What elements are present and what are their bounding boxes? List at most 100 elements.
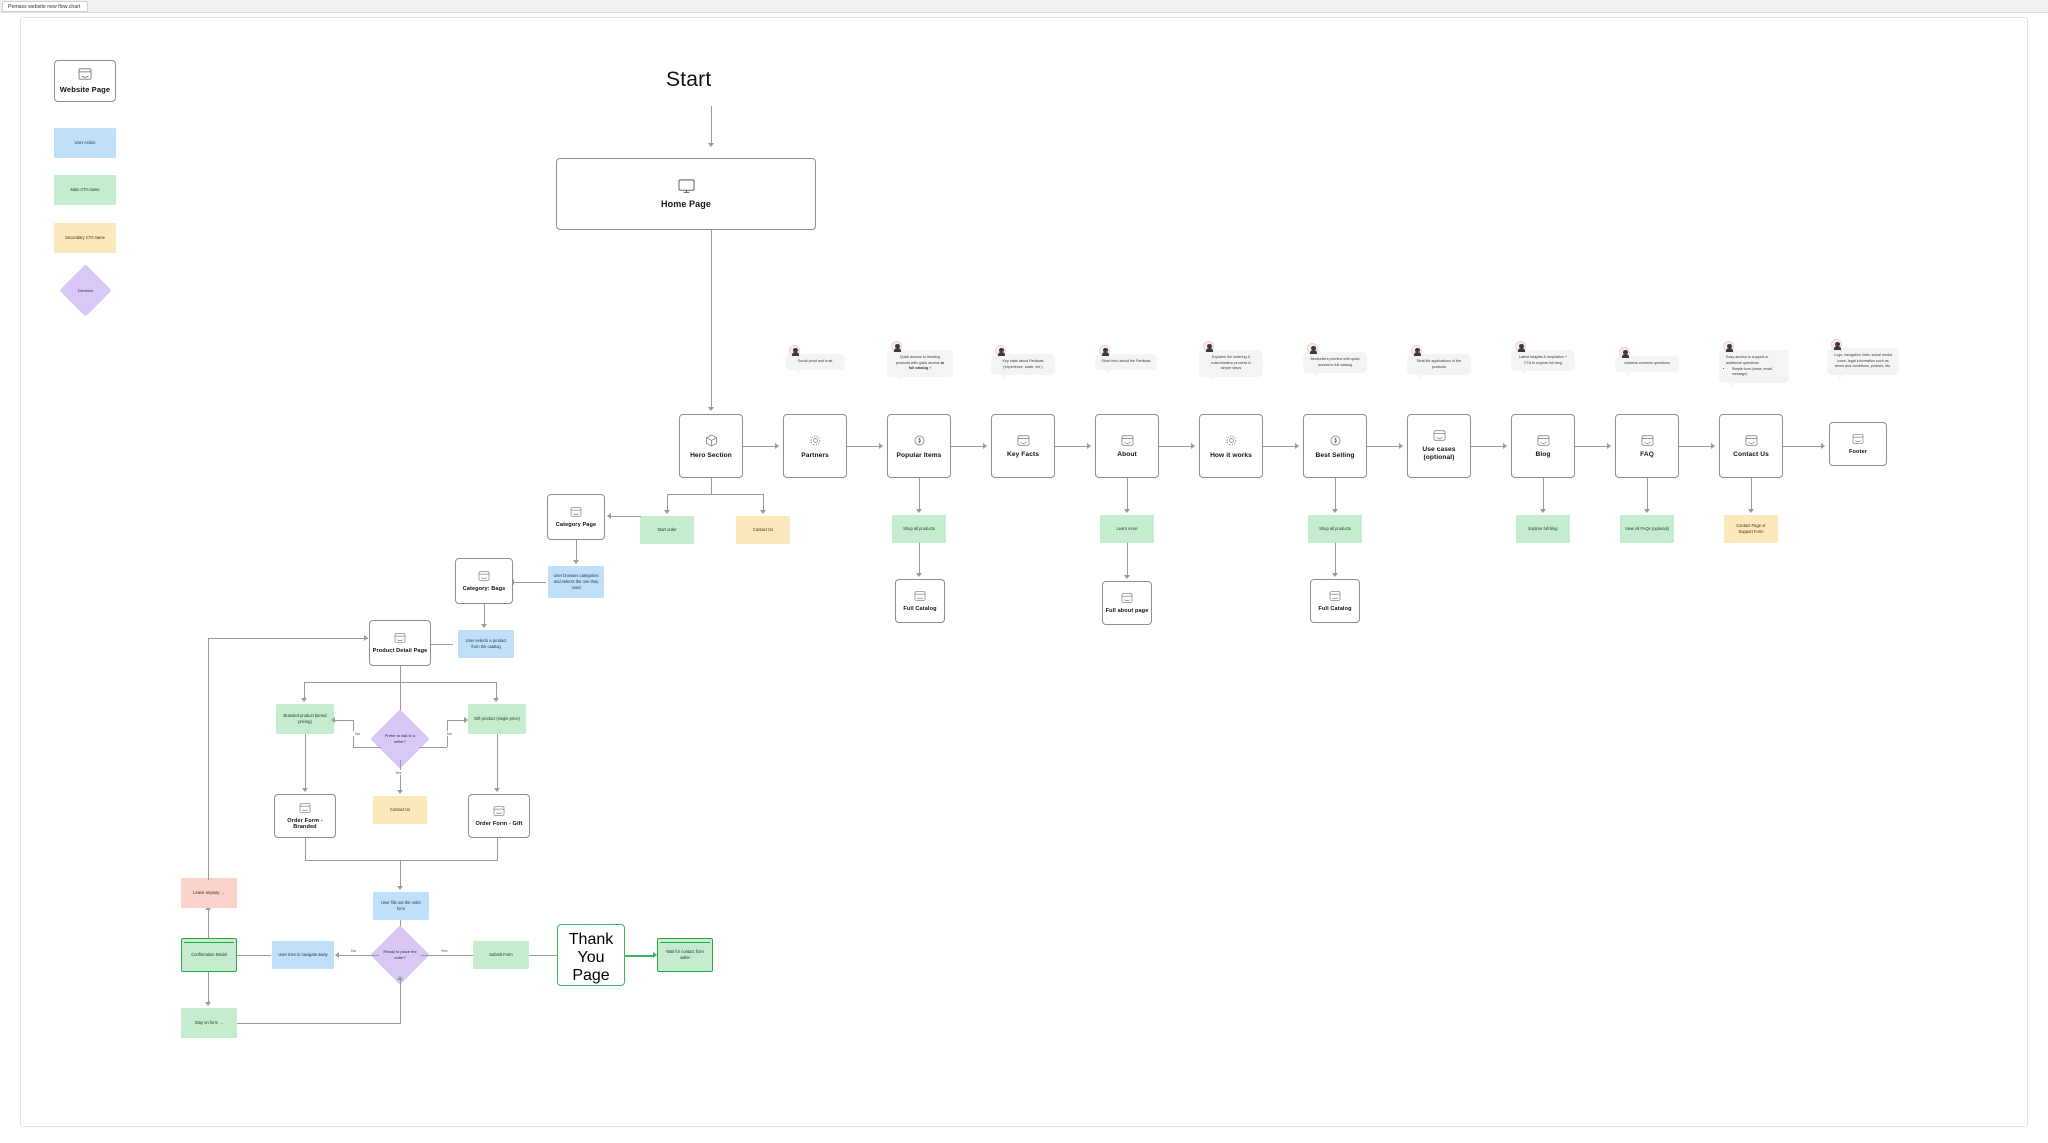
comment-about[interactable]: Short intro about the Partkaas: [1095, 345, 1157, 374]
action-select-product[interactable]: User selects a product from the catalog: [458, 630, 514, 658]
arrowhead: [1821, 443, 1825, 449]
edge-hero-split: [667, 494, 763, 495]
comment-faq[interactable]: Address common questions: [1615, 347, 1679, 376]
node-about[interactable]: About: [1095, 414, 1159, 478]
node-hero-section[interactable]: Hero Section: [679, 414, 743, 478]
node-home-page[interactable]: Home Page: [556, 158, 816, 230]
cta-explore-full-blog[interactable]: Explore full blog: [1516, 515, 1570, 543]
node-product-detail-page[interactable]: Product Detail Page: [369, 620, 431, 666]
legend-main-cta[interactable]: Main CTA name: [54, 175, 116, 205]
edge-hero-left: [667, 494, 668, 512]
edge-select-pdp: [421, 644, 453, 645]
edge-how-best: [1263, 446, 1297, 447]
node-label: Best Selling: [1315, 451, 1355, 459]
comment-use-cases[interactable]: Real-life applications of the products: [1407, 345, 1471, 381]
node-best-selling[interactable]: Best Selling: [1303, 414, 1367, 478]
node-thank-you-page[interactable]: Thank You Page: [557, 924, 625, 986]
avatar: [789, 345, 800, 356]
node-partners[interactable]: Partners: [783, 414, 847, 478]
avatar: [1831, 339, 1842, 350]
avatar: [1203, 341, 1214, 352]
arrowhead: [364, 635, 368, 641]
cta-gift-product[interactable]: Gift product (single price): [468, 704, 526, 734]
window-icon: [78, 68, 92, 80]
comment-text: Key stats about Partkaas (experience, sc…: [1002, 359, 1044, 369]
node-label: Order Form - Gift: [475, 820, 523, 827]
edge-start-home: [711, 106, 712, 144]
cta-submit-form[interactable]: Submit Form: [473, 941, 529, 969]
dollar-circle-icon: [1330, 435, 1340, 445]
browser-tab[interactable]: Pemaxs website new flow chart: [2, 1, 89, 12]
node-full-about-page[interactable]: Full about page: [1102, 581, 1152, 625]
node-popular-items[interactable]: Popular Items: [887, 414, 951, 478]
node-category-page[interactable]: Category Page: [547, 494, 605, 540]
decision-prefer-seller[interactable]: Prefer to talk to a seller?: [370, 709, 430, 769]
window-icon: [1329, 590, 1341, 601]
arrowhead: [481, 624, 487, 628]
arrowhead: [708, 407, 714, 411]
node-faq[interactable]: FAQ: [1615, 414, 1679, 478]
comment-how-it-works[interactable]: Explains the ordering & customization pr…: [1199, 341, 1263, 382]
decision-ready-order[interactable]: Ready to place the order?: [370, 925, 430, 985]
comment-partners[interactable]: Social proof and trust: [785, 345, 845, 374]
cta-shop-all-products-popular[interactable]: Shop all products: [892, 515, 946, 543]
legend-website-page[interactable]: Website Page: [54, 60, 116, 102]
arrowhead: [464, 717, 468, 723]
node-order-form-gift[interactable]: Order Form - Gift: [468, 794, 530, 838]
legend-user-action[interactable]: User Action: [54, 128, 116, 158]
arrowhead: [1711, 443, 1715, 449]
cta-learn-more[interactable]: Learn more: [1100, 515, 1154, 543]
edge-forms-merge: [305, 860, 498, 861]
node-category-bags[interactable]: Category: Bags: [455, 558, 513, 604]
cta-contact-us-hero[interactable]: Contact Us: [736, 516, 790, 544]
node-key-facts[interactable]: Key Facts: [991, 414, 1055, 478]
node-blog[interactable]: Blog: [1511, 414, 1575, 478]
comment-contact-us[interactable]: Easy access to support or additional que…: [1719, 341, 1789, 388]
edge-startorder-category: [609, 516, 641, 517]
node-wait-for-contact[interactable]: Wait for contact from seller: [657, 938, 713, 972]
avatar: [995, 345, 1006, 356]
node-footer[interactable]: Footer: [1829, 422, 1887, 466]
legend-decision[interactable]: Decision: [59, 264, 112, 317]
arrowhead: [1332, 573, 1338, 577]
gear-icon: [810, 435, 820, 445]
comment-blog[interactable]: Latest insights & inspiration + CTA to e…: [1511, 341, 1575, 377]
gear-icon: [1226, 435, 1236, 445]
node-use-cases[interactable]: Use cases (optional): [1407, 414, 1471, 478]
cta-leave-anyway[interactable]: Leave anyway →: [181, 878, 237, 908]
arrowhead: [775, 443, 779, 449]
node-how-it-works[interactable]: How it works: [1199, 414, 1263, 478]
diagram-canvas[interactable]: Website Page User Action Main CTA name S…: [20, 17, 2028, 1127]
legend-secondary-cta[interactable]: Secondary CTA name: [54, 223, 116, 253]
node-order-form-branded[interactable]: Order Form - Branded: [274, 794, 336, 838]
comment-popular-items[interactable]: Quick access to trending products with q…: [887, 341, 953, 382]
node-confirmation-modal[interactable]: Confirmation Modal: [181, 938, 237, 972]
window-icon: [1121, 592, 1133, 603]
edge-faq-contact: [1679, 446, 1713, 447]
cta-stay-on-form[interactable]: Stay on form →: [181, 1008, 237, 1038]
node-full-catalog-popular[interactable]: Full Catalog: [895, 579, 945, 623]
edge-label-yes-submit: Yes: [439, 948, 450, 953]
comment-key-facts[interactable]: Key stats about Partkaas (experience, sc…: [991, 345, 1055, 381]
cta-contact-us-decision[interactable]: Contact Us: [373, 796, 427, 824]
comment-footer[interactable]: Logo, navigation links, social media ico…: [1827, 339, 1899, 380]
node-label: Order Form - Branded: [287, 817, 323, 830]
cta-label: Branded product (tiered pricing): [283, 713, 327, 724]
action-navigate-away[interactable]: User tries to navigate away: [272, 941, 334, 969]
node-label: Full Catalog: [1318, 605, 1352, 612]
cta-contact-page-support[interactable]: Contact Page or Support Form: [1724, 515, 1778, 543]
window-icon: [1641, 434, 1653, 446]
legend-label: Website Page: [59, 85, 111, 94]
action-browse-categories[interactable]: User browses categories and selects the …: [548, 566, 604, 598]
edge-decision-left: [353, 747, 381, 748]
node-contact-us[interactable]: Contact Us: [1719, 414, 1783, 478]
cta-view-all-faqs[interactable]: View All FAQs (optional): [1620, 515, 1674, 543]
node-full-catalog-best[interactable]: Full Catalog: [1310, 579, 1360, 623]
cta-start-order[interactable]: Start order: [640, 516, 694, 544]
cta-branded-product[interactable]: Branded product (tiered pricing): [276, 704, 334, 734]
node-label: Key Facts: [1006, 450, 1040, 458]
action-fill-order-form[interactable]: User fills out the order form: [373, 892, 429, 920]
cta-shop-all-products-best[interactable]: Shop all products: [1308, 515, 1362, 543]
comment-best-selling[interactable]: Bestsellers preview with quick access to…: [1303, 343, 1367, 379]
edge-category-browse: [576, 540, 577, 562]
